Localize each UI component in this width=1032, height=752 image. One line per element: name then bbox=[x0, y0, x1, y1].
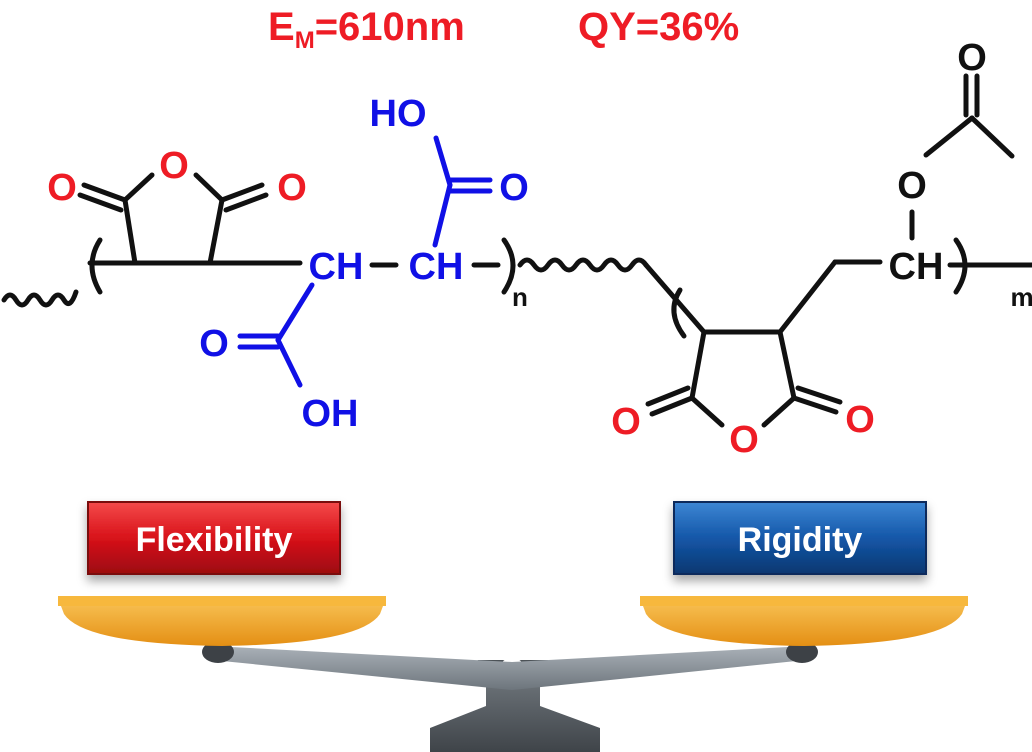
atom-o-carbonyl-4: O bbox=[845, 399, 875, 441]
bracket-open-1 bbox=[89, 237, 103, 295]
carbonyl-2b bbox=[223, 192, 269, 213]
atom-o-carbonyl-2: O bbox=[277, 167, 307, 209]
acetate-methyl bbox=[969, 115, 1015, 159]
ring-bond-2 bbox=[207, 197, 225, 266]
acid-top-bond-2 bbox=[433, 135, 453, 188]
ring-bond-8 bbox=[689, 395, 725, 428]
atom-o-acetate: O bbox=[957, 37, 987, 79]
emission-label: EM=610nm bbox=[268, 5, 465, 54]
ring-bond-7 bbox=[777, 329, 797, 401]
flexibility-box: Flexibility bbox=[87, 501, 341, 575]
atom-ho: HO bbox=[370, 93, 427, 135]
atom-o-acid-bottom: O bbox=[199, 323, 229, 365]
carbonyl-1a bbox=[81, 182, 128, 203]
scale-pan-right bbox=[640, 596, 968, 646]
ring-bond-9 bbox=[761, 395, 797, 428]
scale-pan-left bbox=[58, 596, 386, 646]
rigidity-box: Rigidity bbox=[673, 501, 927, 575]
atom-ch-left: CH bbox=[309, 246, 364, 288]
subscript-m: m bbox=[1010, 282, 1032, 312]
ring-bond-6 bbox=[689, 329, 707, 401]
blue-bonds bbox=[237, 135, 493, 388]
o-to-carbonyl-bond bbox=[923, 115, 975, 158]
carbonyl-3a bbox=[649, 395, 695, 417]
flexibility-label: Flexibility bbox=[136, 521, 293, 559]
carbonyl-2a bbox=[219, 182, 265, 203]
atom-oh: OH bbox=[302, 393, 359, 435]
bracket-close-1 bbox=[501, 237, 516, 295]
acid-top-bond-1 bbox=[432, 182, 453, 248]
rigidity-label: Rigidity bbox=[738, 521, 863, 559]
carbonyl-3b bbox=[645, 385, 691, 407]
backbone-bond-2 bbox=[643, 262, 707, 335]
atom-ch-right: CH bbox=[409, 246, 464, 288]
atom-o-carbonyl-3: O bbox=[611, 401, 641, 443]
carbonyl-1b bbox=[77, 192, 124, 213]
atom-o-ester: O bbox=[897, 165, 927, 207]
acid-bottom-bond-1 bbox=[275, 282, 315, 343]
bracket-open-2 bbox=[671, 287, 687, 339]
em-letter: E bbox=[268, 5, 295, 49]
black-bonds bbox=[1, 73, 1032, 428]
ring-bond-1 bbox=[122, 197, 138, 266]
atom-o-ring-right: O bbox=[729, 419, 759, 461]
atom-ch-last: CH bbox=[889, 246, 944, 288]
ring-bond-4 bbox=[193, 172, 225, 203]
quantum-yield-label: QY=36% bbox=[578, 5, 739, 49]
atom-labels: O O O CH CH HO O O OH O O O CH O O bbox=[47, 37, 987, 461]
atom-o-acid-top: O bbox=[499, 167, 529, 209]
em-subscript: M bbox=[295, 27, 315, 54]
em-value: =610nm bbox=[315, 5, 465, 49]
svg-text:EM=610nm: EM=610nm bbox=[268, 5, 465, 54]
scale-beam bbox=[202, 641, 818, 690]
wavy-bond-left bbox=[1, 289, 79, 308]
atom-o-carbonyl-1: O bbox=[47, 167, 77, 209]
subscript-n: n bbox=[512, 282, 528, 312]
atom-o-ring-left: O bbox=[159, 145, 189, 187]
carbonyl-4b bbox=[795, 385, 843, 405]
ring-bond-3 bbox=[122, 172, 155, 203]
carbonyl-4a bbox=[791, 395, 839, 415]
acid-bottom-bond-2 bbox=[275, 337, 303, 388]
wavy-bond-middle bbox=[517, 257, 649, 273]
ring-to-ch2 bbox=[777, 259, 838, 335]
